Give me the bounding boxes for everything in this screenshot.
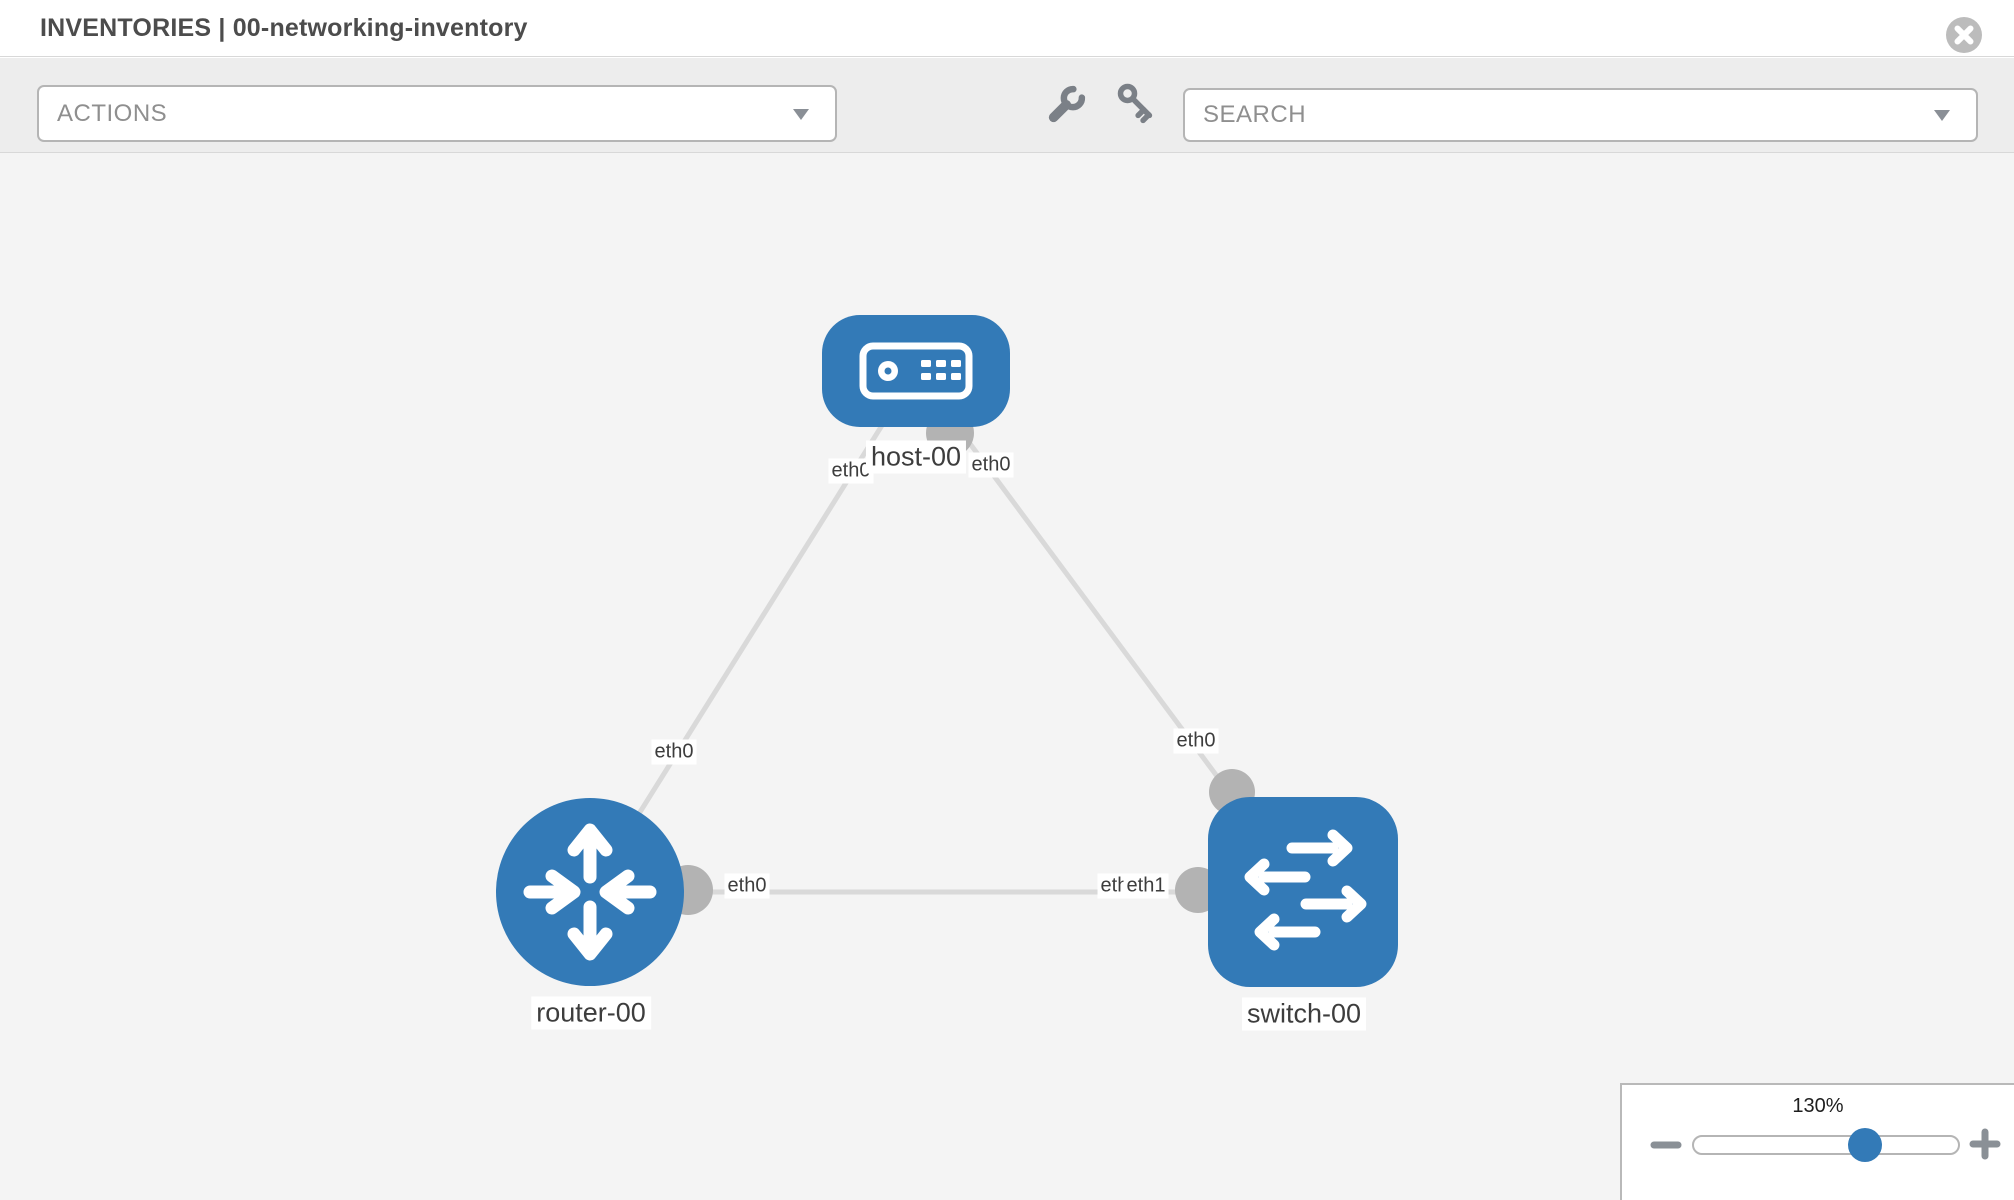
zoom-in-button[interactable] <box>1965 1124 2005 1164</box>
link-host-router[interactable] <box>587 369 919 894</box>
node-label-router-00: router-00 <box>531 996 651 1030</box>
zoom-control-panel: 130% <box>1620 1083 2014 1200</box>
node-router-00[interactable] <box>496 798 684 986</box>
router-icon <box>523 823 657 961</box>
search-input[interactable]: SEARCH <box>1203 101 1307 128</box>
node-switch-00[interactable] <box>1208 797 1398 987</box>
zoom-out-button[interactable] <box>1646 1125 1686 1165</box>
plus-icon <box>1969 1128 2001 1160</box>
credentials-button[interactable] <box>1111 58 1159 153</box>
topology-canvas[interactable]: eth0 host-00 eth0 eth0 eth0 eth0 eth0 et… <box>0 153 2014 1200</box>
interface-label: eth1 <box>1123 873 1169 899</box>
interface-label: eth0 <box>724 873 770 899</box>
configure-button[interactable] <box>1043 58 1091 153</box>
host-icon <box>859 342 973 400</box>
zoom-level: 130% <box>1792 1095 1844 1117</box>
zoom-slider[interactable] <box>1692 1128 1960 1162</box>
search-dropdown[interactable]: SEARCH <box>1183 88 1978 142</box>
key-icon <box>1117 83 1153 124</box>
node-host-00[interactable] <box>822 315 1010 427</box>
chevron-down-icon <box>793 108 809 120</box>
actions-dropdown-label: ACTIONS <box>57 99 168 127</box>
interface-label: eth0 <box>651 739 697 765</box>
zoom-slider-handle[interactable] <box>1848 1128 1882 1162</box>
close-icon <box>1946 17 1982 53</box>
interface-label: eth0 <box>968 452 1014 478</box>
toolbar: ACTIONS SEARCH <box>0 58 2014 153</box>
interface-label: eth0 <box>1173 728 1219 754</box>
page-title: INVENTORIES | 00-networking-inventory <box>40 14 528 42</box>
node-label-switch-00: switch-00 <box>1241 997 1367 1031</box>
chevron-down-icon <box>1934 110 1950 121</box>
node-label-host-00: host-00 <box>865 440 967 474</box>
actions-dropdown[interactable]: ACTIONS <box>37 85 837 142</box>
wrench-icon <box>1048 85 1086 123</box>
close-button[interactable] <box>1945 16 1983 54</box>
page-header: INVENTORIES | 00-networking-inventory <box>0 0 2014 57</box>
minus-icon <box>1650 1141 1682 1149</box>
switch-icon <box>1244 829 1367 951</box>
